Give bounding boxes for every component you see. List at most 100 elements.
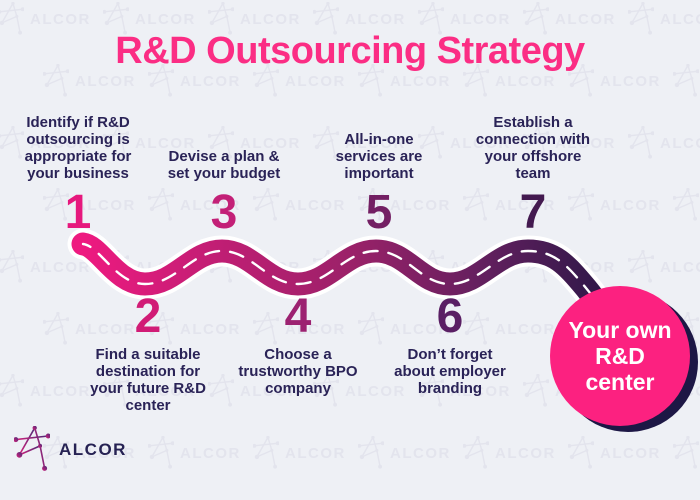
watermark: ALCOR: [568, 436, 661, 470]
watermark: ALCOR: [358, 436, 451, 470]
watermark: ALCOR: [313, 2, 406, 36]
step-4: 4 Choose a trustworthy BPO company: [223, 290, 373, 398]
watermark-alcor-icon: [568, 64, 594, 97]
watermark-text: ALCOR: [390, 444, 451, 462]
watermark: ALCOR: [43, 64, 136, 98]
watermark-text: ALCOR: [180, 72, 241, 90]
watermark-alcor-icon: [103, 126, 129, 159]
watermark-text: ALCOR: [30, 382, 91, 400]
watermark: ALCOR: [463, 64, 556, 98]
watermark: ALCOR: [253, 188, 346, 222]
watermark: ALCOR: [253, 436, 346, 470]
watermark-text: ALCOR: [450, 134, 511, 152]
road-centerline: [81, 242, 615, 334]
watermark: ALCOR: [0, 374, 91, 408]
page-title: R&D Outsourcing Strategy: [115, 30, 585, 72]
watermark-alcor-icon: [628, 250, 654, 283]
step-3-label: Devise a plan & set your budget: [167, 148, 281, 182]
watermark-alcor-icon: [418, 126, 444, 159]
watermark-alcor-icon: [463, 436, 489, 469]
step-4-number: 4: [284, 290, 312, 343]
watermark-text: ALCOR: [495, 72, 556, 90]
watermark: ALCOR: [568, 64, 661, 98]
watermark-text: ALCOR: [285, 196, 346, 214]
watermark-text: ALCOR: [390, 72, 451, 90]
watermark-alcor-icon: [0, 374, 24, 407]
watermark-alcor-icon: [523, 2, 549, 35]
step-5: All-in-one services are important 5: [304, 104, 454, 239]
watermark: ALCOR: [253, 312, 346, 346]
watermark-text: ALCOR: [600, 444, 661, 462]
watermark-alcor-icon: [358, 312, 384, 345]
watermark-alcor-icon: [103, 374, 129, 407]
watermark-text: ALCOR: [390, 320, 451, 338]
watermark-text: ALCOR: [135, 134, 196, 152]
watermark-text: ALCOR: [75, 320, 136, 338]
step-1-label: Identify if R&D outsourcing is appropria…: [24, 114, 132, 182]
watermark-alcor-icon: [313, 126, 339, 159]
watermark-text: ALCOR: [75, 196, 136, 214]
watermark: ALCOR: [463, 436, 556, 470]
watermark: ALCOR: [463, 312, 556, 346]
watermark: ALCOR: [253, 64, 346, 98]
step-6-number: 6: [436, 290, 464, 343]
watermark: ALCOR: [208, 374, 301, 408]
alcor-logo-text: ALCOR: [59, 439, 127, 459]
watermark-text: ALCOR: [135, 10, 196, 28]
watermark-alcor-icon: [463, 312, 489, 345]
watermark-text: ALCOR: [30, 10, 91, 28]
watermark: ALCOR: [43, 188, 136, 222]
watermark-text: ALCOR: [555, 10, 616, 28]
watermark: ALCOR: [43, 312, 136, 346]
watermark-text: ALCOR: [345, 134, 406, 152]
watermark-alcor-icon: [253, 64, 279, 97]
watermark: ALCOR: [148, 64, 241, 98]
watermark: ALCOR: [148, 436, 241, 470]
watermark-text: ALCOR: [240, 382, 301, 400]
step-1: Identify if R&D outsourcing is appropria…: [3, 104, 153, 239]
watermark-text: ALCOR: [30, 258, 91, 276]
step-2-number: 2: [134, 290, 162, 343]
watermark: ALCOR: [358, 312, 451, 346]
watermark: ALCOR: [568, 188, 661, 222]
watermark-text: ALCOR: [450, 382, 511, 400]
watermark-alcor-icon: [523, 374, 549, 407]
watermark-text: ALCOR: [495, 444, 556, 462]
watermark: ALCOR: [673, 436, 700, 470]
watermark: ALCOR: [673, 188, 700, 222]
watermark-text: ALCOR: [660, 258, 700, 276]
watermark-alcor-icon: [148, 188, 174, 221]
watermark-alcor-icon: [568, 436, 594, 469]
watermark: ALCOR: [628, 126, 700, 160]
watermark: ALCOR: [103, 374, 196, 408]
watermark: ALCOR: [148, 188, 241, 222]
watermark: ALCOR: [148, 312, 241, 346]
watermark-text: ALCOR: [180, 196, 241, 214]
step-2-label: Find a suitable destination for your fut…: [90, 346, 206, 414]
watermark: ALCOR: [463, 188, 556, 222]
step-6: 6 Don’t forget about employer branding: [375, 290, 525, 398]
watermark: ALCOR: [358, 188, 451, 222]
watermark-alcor-icon: [148, 312, 174, 345]
watermark: ALCOR: [418, 2, 511, 36]
watermark-alcor-icon: [418, 374, 444, 407]
watermark-alcor-icon: [673, 64, 699, 97]
alcor-logo-icon: [14, 426, 50, 471]
watermark-alcor-icon: [148, 64, 174, 97]
watermark-text: ALCOR: [30, 134, 91, 152]
step-5-number: 5: [365, 186, 393, 239]
watermark-alcor-icon: [463, 64, 489, 97]
watermark-alcor-icon: [673, 436, 699, 469]
watermark-alcor-icon: [208, 374, 234, 407]
watermark-alcor-icon: [43, 64, 69, 97]
watermark-alcor-icon: [523, 126, 549, 159]
step-1-number: 1: [64, 186, 92, 239]
watermark-alcor-icon: [418, 2, 444, 35]
watermark-text: ALCOR: [285, 320, 346, 338]
watermark-alcor-icon: [358, 64, 384, 97]
watermark-alcor-icon: [0, 126, 24, 159]
step-6-label: Don’t forget about employer branding: [394, 346, 506, 397]
watermark-alcor-icon: [463, 188, 489, 221]
watermark: ALCOR: [313, 126, 406, 160]
